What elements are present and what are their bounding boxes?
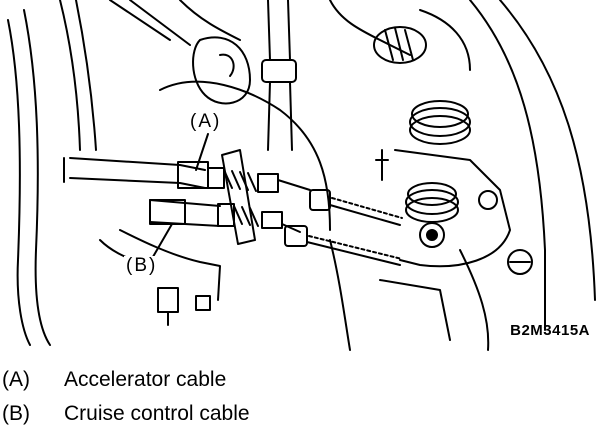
pipe-clamp xyxy=(261,59,297,83)
housing-curve xyxy=(159,80,331,231)
legend-item-accelerator: (A) Accelerator cable xyxy=(0,368,608,402)
legend-item-cruise-control: (B) Cruise control cable xyxy=(0,402,608,436)
left-hose xyxy=(7,19,31,346)
diagonal-rod xyxy=(59,0,81,151)
callout-a: (A) xyxy=(188,111,224,132)
diagonal-rod-2 xyxy=(75,0,97,151)
bolt-right xyxy=(478,190,498,210)
right-bottom-bolt xyxy=(507,249,533,275)
top-connector xyxy=(329,0,411,56)
figure-id: B2M3415A xyxy=(510,322,590,339)
vertical-pipe xyxy=(267,0,291,61)
legend-key: (A) xyxy=(2,368,30,391)
cruise-control-cable xyxy=(149,199,403,266)
legend-key: (B) xyxy=(2,402,30,425)
left-hose-inner xyxy=(23,9,51,346)
throttle-bracket xyxy=(394,149,511,268)
accelerator-cable xyxy=(63,157,403,226)
legend: (A) Accelerator cable (B) Cruise control… xyxy=(0,368,608,436)
legend-text: Accelerator cable xyxy=(64,368,227,391)
throttle-springs xyxy=(405,100,471,223)
callout-b: (B) xyxy=(124,255,160,276)
callout-b-leader xyxy=(149,223,173,263)
legend-text: Cruise control cable xyxy=(64,402,250,425)
bottom-bolt xyxy=(157,287,211,326)
right-casing xyxy=(469,0,546,331)
cable-diagram xyxy=(7,0,596,351)
throttle-pivot xyxy=(419,222,445,248)
callout-a-leader xyxy=(195,133,209,171)
mounting-bracket xyxy=(221,149,256,245)
